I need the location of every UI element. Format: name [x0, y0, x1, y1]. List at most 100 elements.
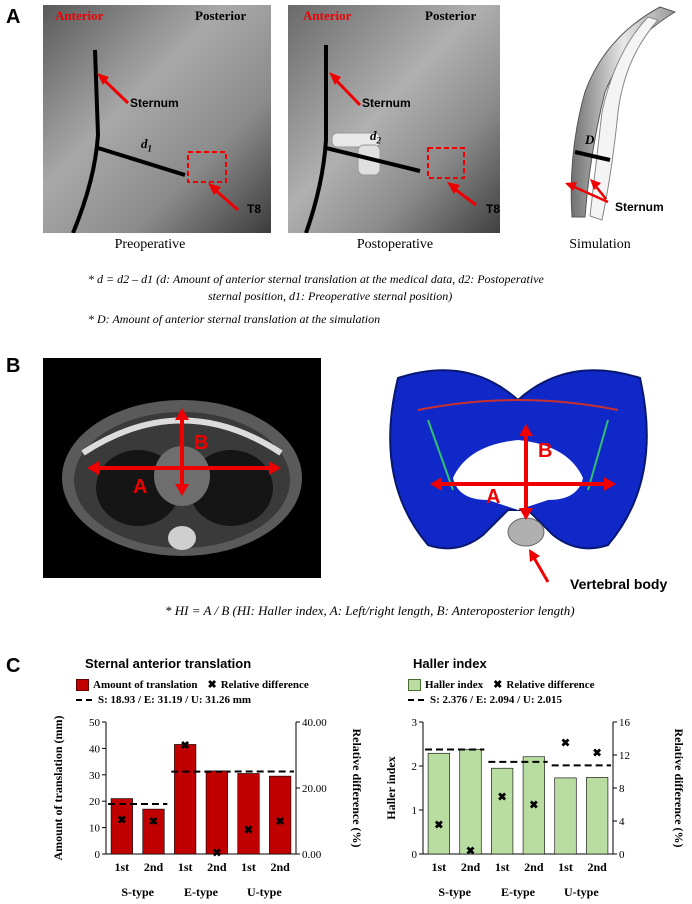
category-label: 2nd — [524, 860, 544, 874]
post-caption: Postoperative — [356, 237, 434, 252]
vertebral-body-label: Vertebral body — [570, 576, 668, 592]
note-d-definition-cont: sternal position, d1: Preoperative stern… — [208, 289, 453, 303]
chart1-legend-dash-swatch — [76, 699, 92, 701]
post-posterior-label: Posterior — [425, 8, 477, 23]
category-label: 1st — [178, 860, 193, 874]
pre-caption: Preoperative — [114, 237, 186, 252]
sim-d-label: D — [585, 132, 595, 147]
bar — [269, 775, 292, 855]
y2-tick-label: 8 — [619, 783, 625, 795]
y-tick-label: 50 — [89, 717, 101, 729]
post-sternum-label: Sternum — [362, 96, 411, 110]
bar — [586, 777, 609, 855]
relative-difference-marker: ✖ — [529, 800, 538, 812]
category-label: 2nd — [144, 860, 164, 874]
y2-axis-label: Relative difference (%) — [350, 728, 364, 847]
y-tick-label: 20 — [89, 796, 101, 808]
relative-difference-marker: ✖ — [149, 816, 158, 828]
sim-sternum-label: Sternum — [615, 200, 664, 214]
bar — [427, 752, 450, 855]
y-tick-label: 0 — [95, 849, 101, 861]
y-axis-label: Amount of translation (mm) — [51, 716, 65, 861]
y-tick-label: 30 — [89, 770, 101, 782]
note-D-definition: * D: Amount of anterior sternal translat… — [88, 312, 381, 326]
category-label: 2nd — [587, 860, 607, 874]
group-label: S-type — [121, 885, 154, 899]
post-t8-label: T8 — [486, 202, 501, 216]
y-tick-label: 0 — [412, 849, 418, 861]
relative-difference-marker: ✖ — [561, 738, 570, 750]
haller-index-note: * HI = A / B (HI: Haller index, A: Left/… — [165, 603, 575, 618]
category-label: 1st — [431, 860, 446, 874]
relative-difference-marker: ✖ — [434, 819, 443, 831]
chart1-legend-marker-label: Relative difference — [220, 678, 309, 691]
relative-difference-marker: ✖ — [498, 791, 507, 803]
chart2-legend: Haller index ✖ Relative difference S: 2.… — [408, 678, 688, 706]
category-label: 1st — [114, 860, 129, 874]
category-label: 1st — [241, 860, 256, 874]
category-label: 2nd — [207, 860, 227, 874]
relative-difference-marker: ✖ — [593, 748, 602, 760]
y2-tick-label: 16 — [619, 717, 631, 729]
thorax-simulation-model — [389, 369, 648, 583]
group-label: E-type — [184, 885, 219, 899]
bar — [459, 748, 482, 855]
sim-caption: Simulation — [569, 237, 631, 252]
chart1-legend: Amount of translation ✖ Relative differe… — [76, 678, 366, 706]
panel-label-a: A — [6, 6, 21, 28]
relative-difference-marker: ✖ — [117, 814, 126, 826]
panel-label-c: C — [6, 655, 21, 677]
simulation-sternum-model — [565, 6, 677, 221]
chart2-title: Haller index — [413, 656, 487, 671]
preoperative-xray — [43, 5, 271, 233]
postoperative-xray — [288, 5, 500, 233]
bar — [205, 770, 228, 855]
y-tick-label: 2 — [412, 761, 418, 773]
chart1-legend-marker-icon: ✖ — [207, 679, 217, 691]
chart1-legend-bar-label: Amount of translation — [93, 678, 198, 691]
panel-label-b: B — [6, 355, 21, 377]
ct-label-a: A — [133, 476, 148, 498]
pre-sternum-label: Sternum — [130, 96, 179, 110]
bar — [110, 798, 133, 855]
group-label: E-type — [501, 885, 536, 899]
y-tick-label: 10 — [89, 823, 101, 835]
bar — [554, 777, 577, 855]
y2-tick-label: 0.00 — [302, 849, 322, 861]
ct-scan-image — [43, 358, 321, 578]
pre-t8-label: T8 — [247, 202, 262, 216]
chart2-legend-marker-label: Relative difference — [506, 678, 595, 691]
group-label: U-type — [564, 885, 599, 899]
relative-difference-marker: ✖ — [466, 846, 475, 858]
category-label: 1st — [495, 860, 510, 874]
model-label-a: A — [486, 486, 501, 508]
bar — [142, 808, 165, 855]
y2-tick-label: 12 — [619, 750, 630, 762]
bar — [522, 756, 545, 855]
bar — [174, 744, 197, 855]
chart2-legend-dash-label: S: 2.376 / E: 2.094 / U: 2.015 — [430, 694, 562, 706]
relative-difference-marker: ✖ — [212, 847, 221, 859]
post-d-label: d2 — [370, 128, 381, 146]
bar — [237, 773, 260, 855]
bar — [491, 767, 514, 855]
chart1-legend-bar-swatch — [76, 678, 89, 691]
y2-tick-label: 4 — [619, 816, 625, 828]
y2-axis-label: Relative difference (%) — [672, 728, 685, 847]
group-label: S-type — [438, 885, 471, 899]
ct-label-b: B — [194, 432, 209, 454]
chart2-legend-dash-swatch — [408, 699, 424, 701]
y-tick-label: 1 — [412, 805, 418, 817]
y-tick-label: 40 — [89, 743, 101, 755]
ct-annotations — [62, 400, 302, 556]
chart2-legend-marker-icon: ✖ — [493, 679, 503, 691]
group-label: U-type — [247, 885, 282, 899]
postoperative-annotations — [288, 5, 500, 233]
relative-difference-marker: ✖ — [244, 824, 253, 836]
chart2-haller-index: 01230481216✖1st✖2nd✖1st✖2nd✖1st✖2ndS-typ… — [385, 717, 685, 899]
pre-anterior-label: Anterior — [55, 8, 104, 23]
y2-tick-label: 0 — [619, 849, 625, 861]
preoperative-annotations — [43, 5, 271, 233]
chart2-legend-bar-label: Haller index — [425, 678, 484, 691]
category-label: 2nd — [461, 860, 481, 874]
